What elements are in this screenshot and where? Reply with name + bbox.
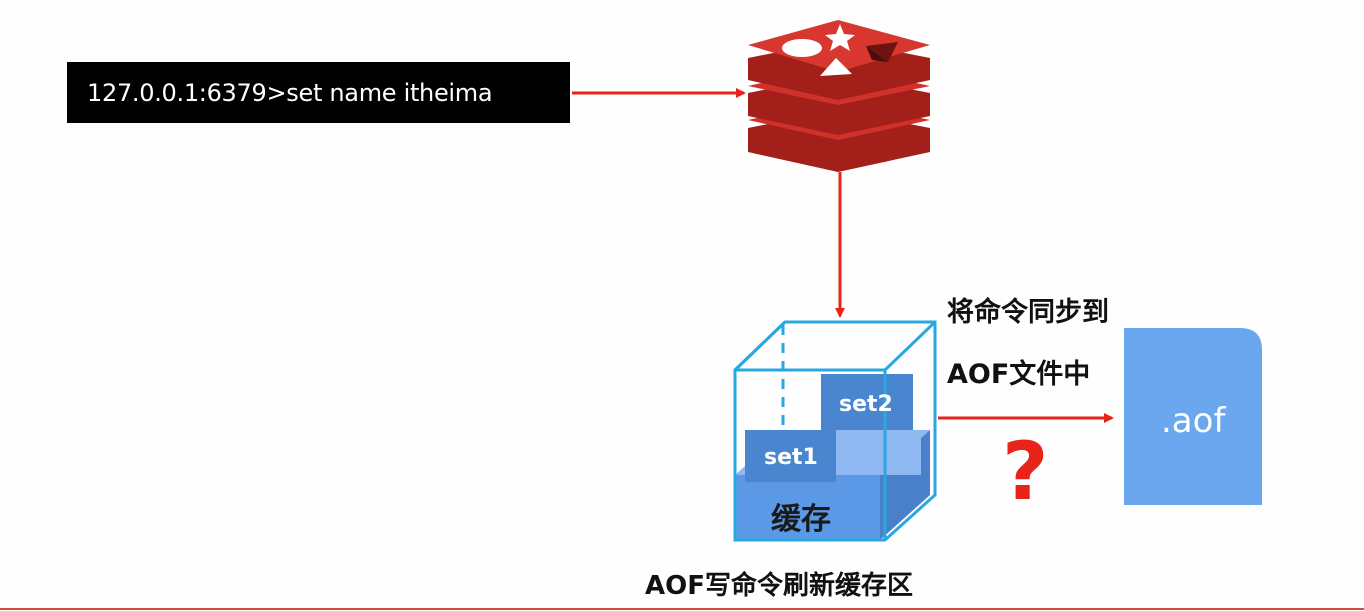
question-mark: ?	[1002, 425, 1049, 518]
redis-logo-icon	[748, 20, 930, 172]
terminal-command-text: 127.0.0.1:6379>set name itheima	[87, 78, 493, 107]
block-set1-label: set1	[764, 445, 818, 470]
aof-file-label: .aof	[1161, 401, 1226, 441]
block-set2-label: set2	[839, 392, 893, 417]
diagram-caption: AOF写命令刷新缓存区	[645, 571, 913, 601]
aof-file-icon	[1124, 328, 1262, 505]
sync-label-line1: 将命令同步到	[947, 297, 1109, 328]
buffer-box	[733, 320, 937, 542]
bottom-divider	[0, 608, 1364, 610]
sync-label-line2: AOF文件中	[947, 359, 1091, 390]
terminal-command: 127.0.0.1:6379>set name itheima	[67, 62, 570, 123]
buffer-name-label: 缓存	[771, 502, 831, 537]
